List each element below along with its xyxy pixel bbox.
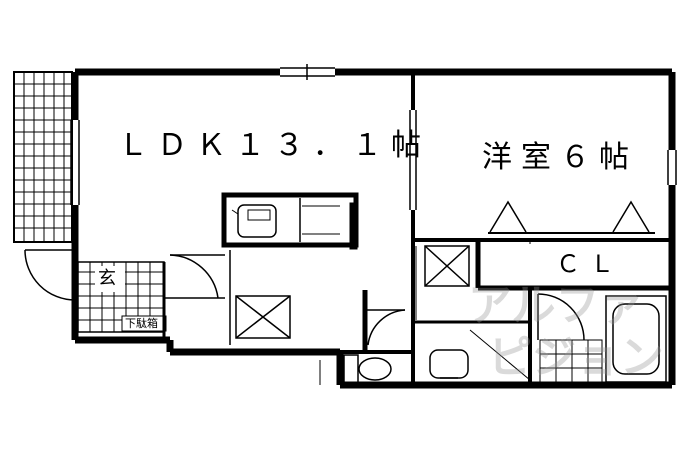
watermark-line-1: アルファ: [468, 280, 644, 331]
genkan-label-bg: [95, 266, 125, 292]
bathtub: [605, 295, 667, 383]
room-label-western: 洋室６帖: [482, 140, 638, 175]
kitchen-counter: [221, 192, 359, 250]
room-label-closet: ＣＬ: [556, 250, 624, 278]
bath-floor: [539, 339, 603, 383]
bath-door: [537, 293, 585, 341]
room-label-ldk: ＬＤＫ１３．１帖: [118, 128, 430, 163]
toilet: [319, 354, 392, 385]
toilet-door: [365, 309, 406, 346]
windows: [70, 64, 677, 205]
exterior-walls: [71, 68, 676, 389]
watermark-line-2: ピジョン: [488, 332, 664, 383]
shoebox: [121, 315, 167, 332]
washer-space: [424, 245, 470, 287]
front-door: [24, 249, 76, 301]
interior-walls: [340, 72, 672, 385]
shoebox-label: 下駄箱: [125, 317, 158, 330]
balcony: [13, 71, 73, 243]
room-label-genkan: 玄: [98, 268, 116, 289]
washbasin: [429, 329, 531, 381]
hall-door: [169, 254, 225, 299]
storage-x: [229, 250, 291, 345]
closet-marks: [489, 200, 650, 233]
